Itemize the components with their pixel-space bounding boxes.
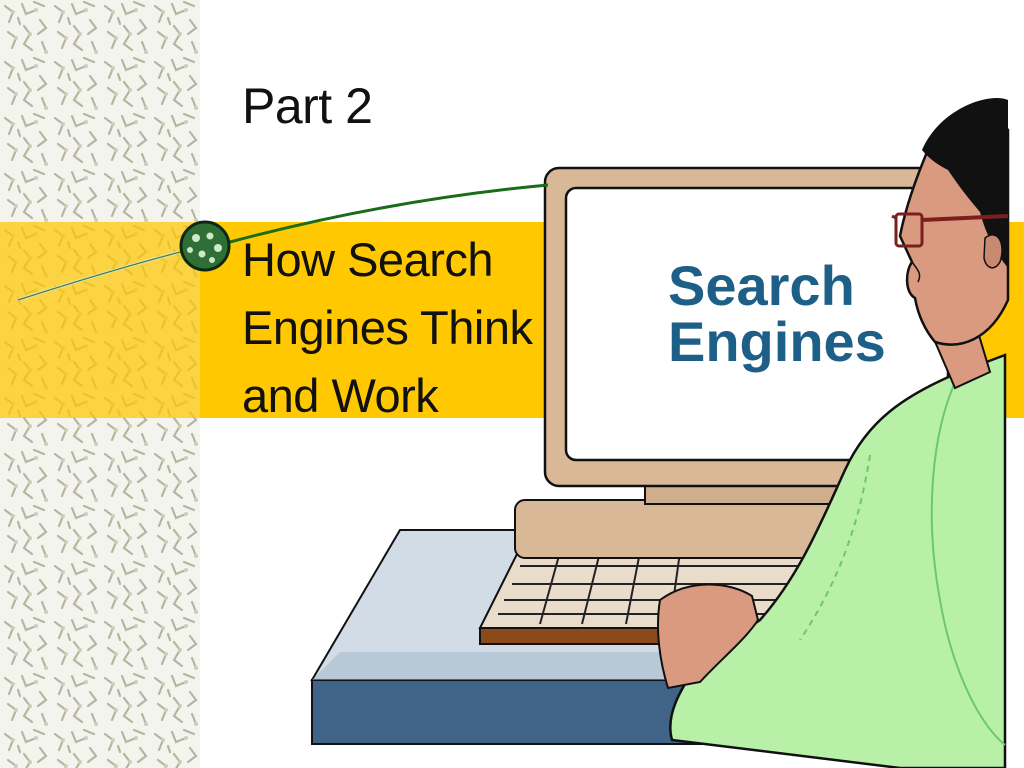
glasses-icon (891, 212, 1009, 248)
screen-caption-line: Engines (668, 310, 886, 373)
man-body (669, 353, 1007, 768)
man-hair (922, 98, 1008, 269)
subtitle-line: and Work (242, 369, 439, 422)
man-hand (657, 583, 760, 690)
green-globe-icon (179, 220, 231, 272)
subtitle-line: How Search (242, 233, 494, 286)
slide-subtitle: How Search Engines Think and Work (242, 226, 552, 430)
screen-caption-line: Search (668, 254, 855, 317)
slide-title: Part 2 (242, 78, 373, 134)
screen-caption: Search Engines (668, 258, 928, 370)
cable-line (229, 183, 549, 244)
subtitle-line: Engines Think (242, 301, 533, 354)
